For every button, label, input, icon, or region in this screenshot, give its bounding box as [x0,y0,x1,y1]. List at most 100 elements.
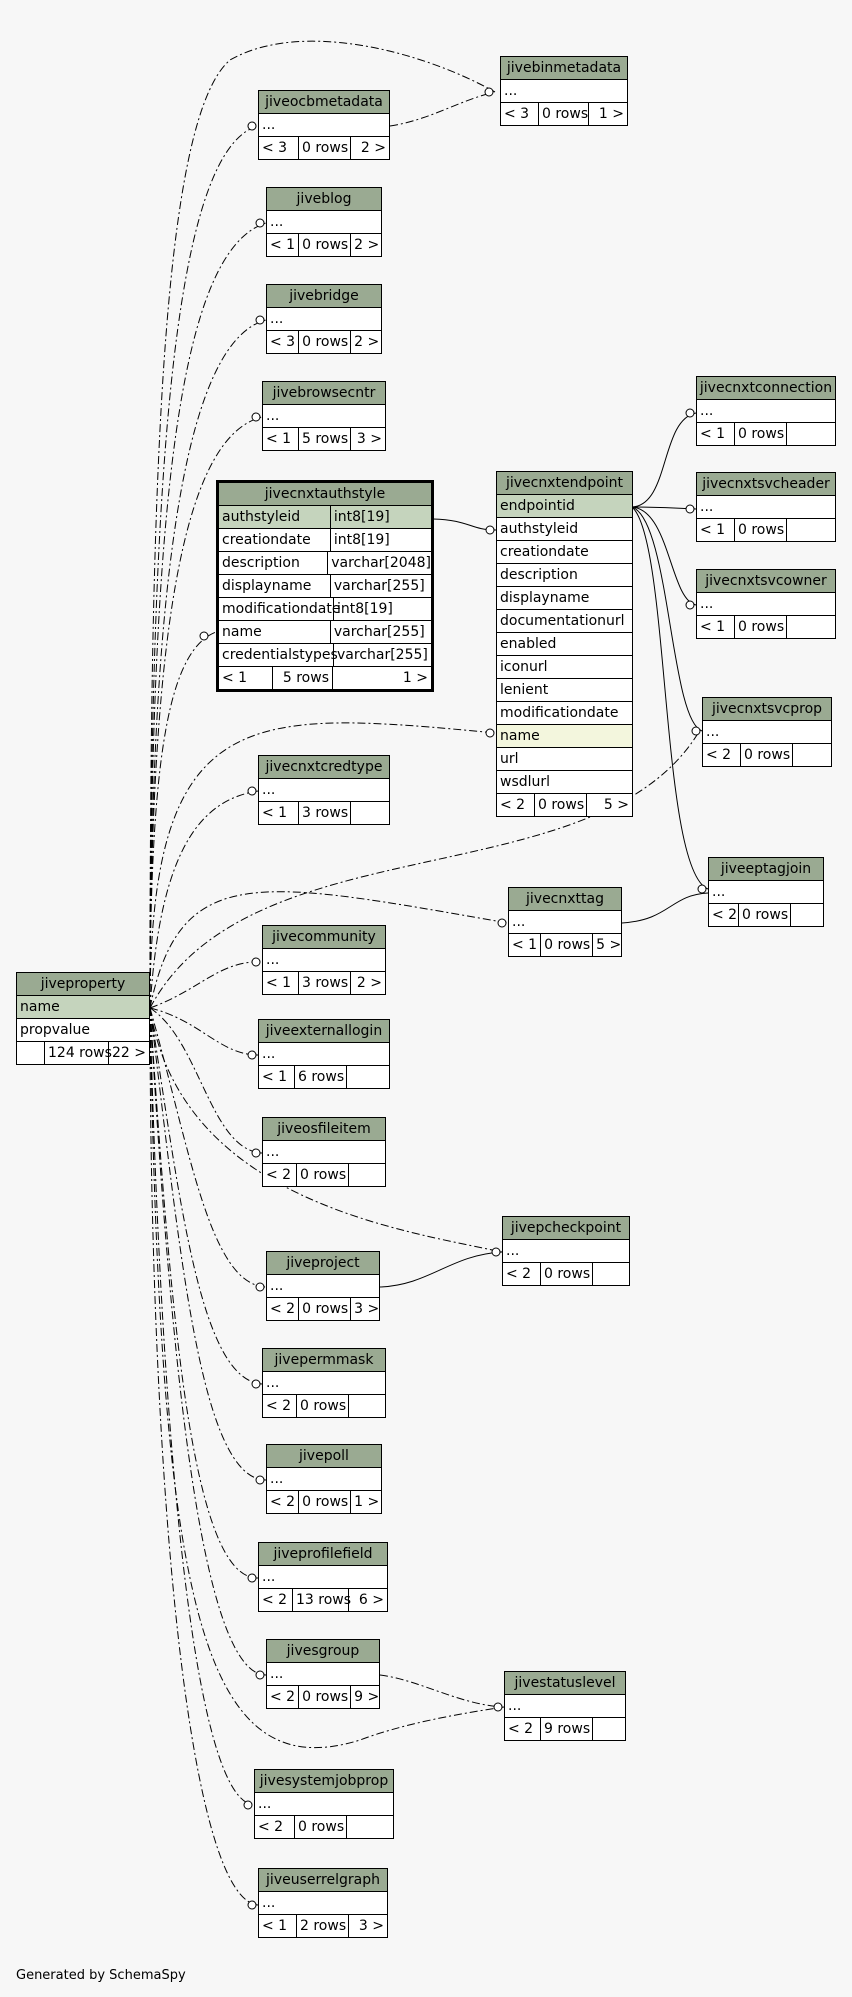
child-count[interactable] [347,1816,393,1838]
child-count[interactable]: 9 > [354,1689,380,1705]
child-count[interactable] [787,519,835,541]
parent-count[interactable]: < 1 [697,519,735,541]
table-title[interactable]: jiveexternallogin [259,1020,389,1043]
table-title[interactable]: jiveosfileitem [263,1118,385,1141]
parent-count[interactable]: < 1 [263,972,299,994]
parent-count[interactable]: < 2 [709,904,739,926]
table-title[interactable]: jivebrowsecntr [263,382,385,405]
parent-count[interactable]: < 1 [267,234,300,256]
parent-count[interactable]: < 3 [259,137,299,159]
child-count[interactable]: 3 > [358,1918,384,1934]
table-title[interactable]: jivestatuslevel [505,1672,625,1695]
parent-count[interactable]: < 1 [259,1915,297,1937]
parent-count[interactable]: < 2 [267,1686,300,1708]
table-title[interactable]: jiveeptagjoin [709,858,823,881]
table-title[interactable]: jivecnxtsvcprop [703,698,831,721]
child-count[interactable]: 1 > [402,670,428,686]
child-count[interactable] [787,616,835,638]
table-title[interactable]: jivecnxtconnection [697,377,835,400]
child-count[interactable] [351,802,389,824]
child-count[interactable] [593,1263,629,1285]
parent-count[interactable]: < 1 [509,934,542,956]
table-title[interactable]: jiveocbmetadata [259,91,389,114]
child-count[interactable] [349,1164,385,1186]
table-title[interactable]: jiveprofilefield [259,1543,387,1566]
child-count[interactable]: 2 > [354,334,380,350]
parent-count[interactable]: < 2 [497,794,535,816]
child-count[interactable]: 1 > [598,106,624,122]
parent-count[interactable]: < 3 [267,331,300,353]
child-count[interactable]: 5 > [596,937,622,953]
table-title[interactable]: jiveuserrelgraph [259,1869,387,1892]
parent-count[interactable]: < 1 [219,667,273,689]
table-title[interactable]: jiveproperty [17,973,149,996]
child-count[interactable]: 1 > [354,1494,380,1510]
parent-count[interactable]: < 2 [263,1395,297,1417]
parent-count[interactable]: < 2 [263,1164,297,1186]
table-title[interactable]: jivepcheckpoint [503,1217,629,1240]
table-title[interactable]: jivecnxtsvcheader [697,473,835,496]
parent-count[interactable]: < 2 [255,1816,295,1838]
table-title[interactable]: jivecnxtsvcowner [697,570,835,593]
child-count[interactable] [347,1066,389,1088]
parent-count[interactable]: < 2 [505,1718,541,1740]
child-count[interactable]: 2 > [360,140,386,156]
parent-count[interactable]: < 1 [259,1066,295,1088]
child-count[interactable]: 6 > [358,1592,384,1608]
child-count[interactable] [787,423,835,445]
child-count[interactable]: 22 > [112,1045,146,1061]
parent-count[interactable]: < 3 [501,103,539,125]
parent-count[interactable]: < 2 [703,744,741,766]
table-title[interactable]: jivebridge [267,285,381,308]
parent-count[interactable]: < 1 [697,423,735,445]
table-title[interactable]: jivecommunity [263,926,385,949]
table-title[interactable]: jivepermmask [263,1349,385,1372]
child-count[interactable] [791,904,823,926]
table-title[interactable]: jivecnxtendpoint [497,472,632,495]
table-title[interactable]: jivecnxtauthstyle [219,483,431,506]
parent-count[interactable]: < 2 [503,1263,541,1285]
table-title[interactable]: jivecnxtcredtype [259,756,389,779]
table-title[interactable]: jivebinmetadata [501,57,627,80]
child-count[interactable]: 2 > [356,975,382,991]
parent-count[interactable]: < 2 [267,1491,300,1513]
child-count[interactable] [593,1718,625,1740]
table-title[interactable]: jivecnxttag [509,888,621,911]
parent-count[interactable]: < 2 [267,1298,300,1320]
parent-count[interactable]: < 2 [259,1589,293,1611]
child-count[interactable]: 3 > [354,1301,380,1317]
table-title[interactable]: jivesgroup [267,1640,379,1663]
parent-count[interactable] [17,1042,45,1064]
child-count[interactable] [793,744,831,766]
table-title[interactable]: jiveproject [267,1252,379,1275]
table-title[interactable]: jiveblog [267,188,381,211]
child-count[interactable]: 3 > [356,431,382,447]
parent-count[interactable]: < 1 [259,802,299,824]
child-count[interactable]: 5 > [603,797,629,813]
parent-count[interactable]: < 1 [263,428,299,450]
child-count[interactable] [349,1395,385,1417]
